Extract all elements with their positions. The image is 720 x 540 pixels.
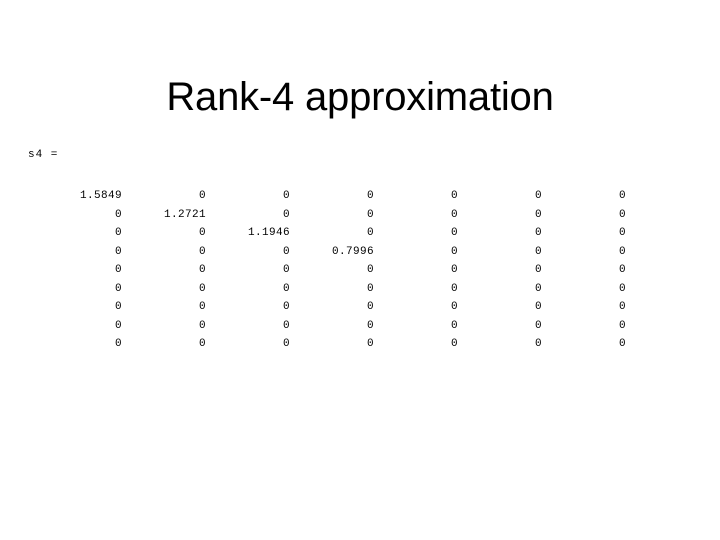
matrix-cell: 0 (618, 245, 626, 258)
matrix-cell: 0 (282, 338, 290, 350)
matrix-cell: 0 (618, 301, 626, 313)
matrix-cell: 0 (282, 319, 290, 332)
matrix-row: 0 0 0 0 0 0 0 (38, 261, 626, 280)
matrix-cell: 0 (282, 282, 290, 295)
matrix-cell: 0 (198, 338, 206, 350)
matrix-cell: 0 (618, 319, 626, 332)
matrix-cell: 0 (450, 319, 458, 332)
matrix-cell: 0 (618, 227, 626, 239)
matrix-cell: 0 (366, 282, 374, 295)
matrix-cell: 0.7996 (331, 245, 374, 258)
matrix-cell: 0 (534, 190, 542, 202)
matrix-cell: 0 (366, 319, 374, 332)
matrix-cell: 0 (366, 301, 374, 313)
matrix-cell: 0 (366, 190, 374, 202)
matrix-cell: 0 (618, 208, 626, 221)
matrix-row: 0 0 0 0 0 0 0 (38, 298, 626, 317)
matrix-cell: 0 (450, 190, 458, 202)
matrix-cell: 0 (534, 319, 542, 332)
matrix-cell: 0 (114, 264, 122, 276)
matrix-cell: 0 (198, 245, 206, 258)
matrix-cell: 0 (534, 227, 542, 239)
matrix-cell: 0 (282, 190, 290, 202)
matrix-cell: 0 (114, 338, 122, 350)
matrix-cell: 0 (198, 319, 206, 332)
matrix-row: 0 0 0 0 0 0 0 (38, 335, 626, 354)
matrix-row: 0 0 1.1946 0 0 0 0 (38, 224, 626, 243)
matrix-cell: 0 (450, 245, 458, 258)
matrix-row: 1.5849 0 0 0 0 0 0 (38, 187, 626, 206)
matrix-cell: 0 (198, 301, 206, 313)
matrix-cell: 0 (534, 245, 542, 258)
matrix-cell: 0 (282, 245, 290, 258)
matrix-cell: 0 (282, 301, 290, 313)
matrix-row: 0 1.2721 0 0 0 0 0 (38, 206, 626, 225)
matrix-cell: 0 (534, 301, 542, 313)
matrix-cell: 0 (450, 227, 458, 239)
matrix-cell: 0 (114, 282, 122, 295)
matrix-row: 0 0 0 0 0 0 0 (38, 280, 626, 299)
variable-label: s4 = (28, 149, 59, 161)
matrix-cell: 1.5849 (79, 190, 122, 202)
matrix-cell: 1.2721 (163, 208, 206, 221)
matrix-cell: 0 (366, 227, 374, 239)
matrix-cell: 0 (114, 208, 122, 221)
matrix-cell: 0 (114, 319, 122, 332)
matrix-cell: 0 (114, 227, 122, 239)
matrix-cell: 0 (114, 301, 122, 313)
page-title: Rank-4 approximation (166, 74, 554, 119)
matrix-cell: 0 (534, 282, 542, 295)
matrix-cell: 0 (198, 227, 206, 239)
matrix-cell: 0 (114, 245, 122, 258)
matrix-cell: 0 (282, 208, 290, 221)
matrix-row: 0 0 0 0 0 0 0 (38, 317, 626, 336)
matrix-cell: 0 (366, 264, 374, 276)
matrix-cell: 0 (534, 264, 542, 276)
matrix-cell: 0 (534, 208, 542, 221)
matrix-cell: 0 (198, 190, 206, 202)
matrix-cell: 0 (534, 338, 542, 350)
matrix-cell: 0 (618, 190, 626, 202)
matrix-cell: 1.1946 (247, 227, 290, 239)
matrix-cell: 0 (618, 282, 626, 295)
matrix-cell: 0 (450, 282, 458, 295)
matrix-cell: 0 (282, 264, 290, 276)
matrix-cell: 0 (366, 208, 374, 221)
matrix-row: 0 0 0 0.7996 0 0 0 (38, 243, 626, 262)
matrix-cell: 0 (198, 282, 206, 295)
matrix-cell: 0 (198, 264, 206, 276)
matrix-cell: 0 (366, 338, 374, 350)
matrix-cell: 0 (450, 264, 458, 276)
matrix-cell: 0 (450, 301, 458, 313)
matrix-cell: 0 (618, 264, 626, 276)
matrix-cell: 0 (450, 208, 458, 221)
matrix-cell: 0 (450, 338, 458, 350)
matrix-cell: 0 (618, 338, 626, 350)
